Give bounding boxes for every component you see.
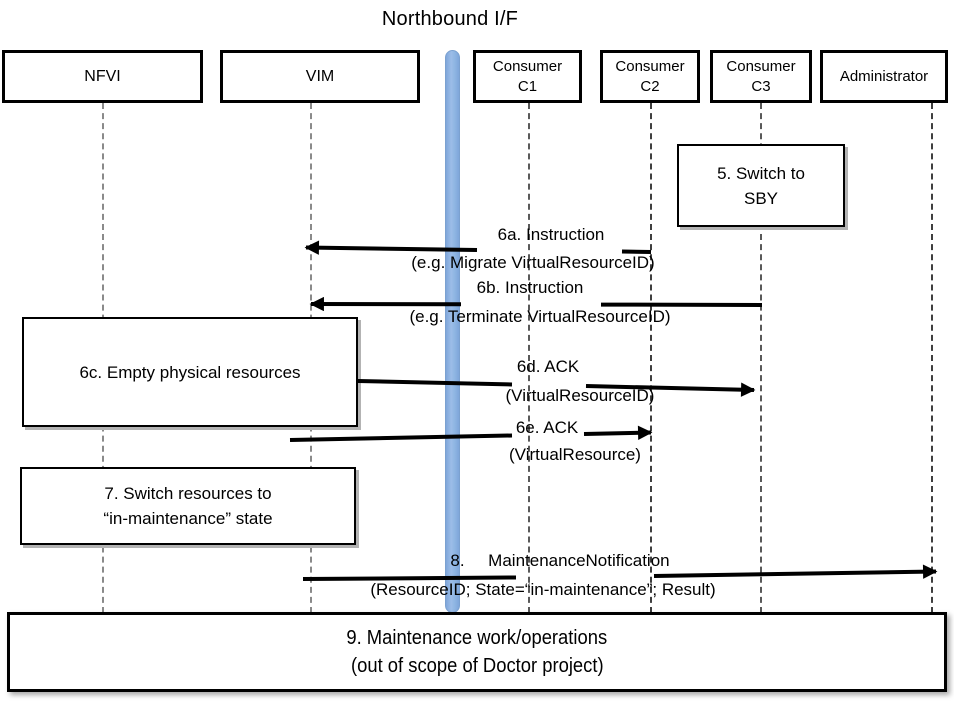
message-6a-name: 6a. Instruction	[497, 225, 605, 244]
message-6e-arrow-tail	[289, 433, 513, 442]
lifeline-administrator	[931, 103, 933, 613]
message-6a-detail: (e.g. Migrate VirtualResourceID)	[411, 253, 655, 272]
diagram-title: Northbound I/F	[381, 8, 519, 30]
actor-label: Administrator	[839, 67, 929, 85]
message-8-detail: (ResourceID; State=“in-maintenance”; Res…	[370, 580, 716, 599]
actor-label: Consumer	[615, 57, 685, 75]
note-text: 5. Switch to	[717, 163, 805, 183]
message-6d-arrow-tail	[357, 379, 513, 387]
message-6e-name: 6e. ACK	[515, 418, 579, 437]
actor-box-consumer-c2: Consumer C2	[600, 50, 700, 103]
note-text: (out of scope of Doctor project)	[350, 655, 604, 677]
message-6d-detail: (VirtualResourceID)	[505, 386, 655, 405]
message-6b-detail: (e.g. Terminate VirtualResourceID)	[409, 307, 671, 326]
lifeline-consumer-c3	[760, 103, 762, 613]
actor-label: VIM	[305, 67, 335, 85]
note-text: 7. Switch resources to	[104, 484, 272, 503]
note-7-switch-resources: 7. Switch resources to “in-maintenance” …	[20, 467, 356, 545]
northbound-interface-bar	[445, 50, 460, 613]
actor-box-administrator: Administrator	[820, 50, 948, 103]
actor-box-nfvi: NFVI	[2, 50, 203, 103]
message-8-name: 8. MaintenanceNotification	[450, 551, 670, 570]
actor-box-consumer-c1: Consumer C1	[473, 50, 582, 103]
note-text: 6c. Empty physical resources	[79, 362, 301, 382]
note-text: “in-maintenance” state	[103, 509, 273, 528]
note-text: 9. Maintenance work/operations	[346, 627, 608, 649]
actor-label: NFVI	[84, 67, 121, 85]
actor-label: C1	[517, 77, 538, 95]
lifeline-consumer-c1	[528, 103, 530, 613]
message-6e-detail: (VirtualResource)	[509, 445, 641, 464]
actor-label: C3	[751, 77, 771, 95]
message-8-arrow-line	[653, 564, 938, 579]
actor-box-vim: VIM	[220, 50, 420, 103]
actor-label: Consumer	[726, 57, 796, 75]
message-6b-name: 6b. Instruction	[476, 278, 584, 297]
actor-box-consumer-c3: Consumer C3	[710, 50, 812, 103]
note-9-maintenance-work: 9. Maintenance work/operations (out of s…	[7, 612, 947, 692]
note-5-switch-to-sby: 5. Switch to SBY	[677, 144, 845, 227]
actor-label: C2	[640, 77, 660, 95]
note-text: SBY	[743, 188, 779, 208]
message-6e-arrow-line	[583, 425, 653, 440]
actor-label: Consumer	[492, 57, 563, 75]
message-6d-name: 6d. ACK	[516, 357, 580, 376]
lifeline-consumer-c2	[650, 103, 652, 613]
note-6c-empty-physical-resources: 6c. Empty physical resources	[22, 317, 358, 427]
